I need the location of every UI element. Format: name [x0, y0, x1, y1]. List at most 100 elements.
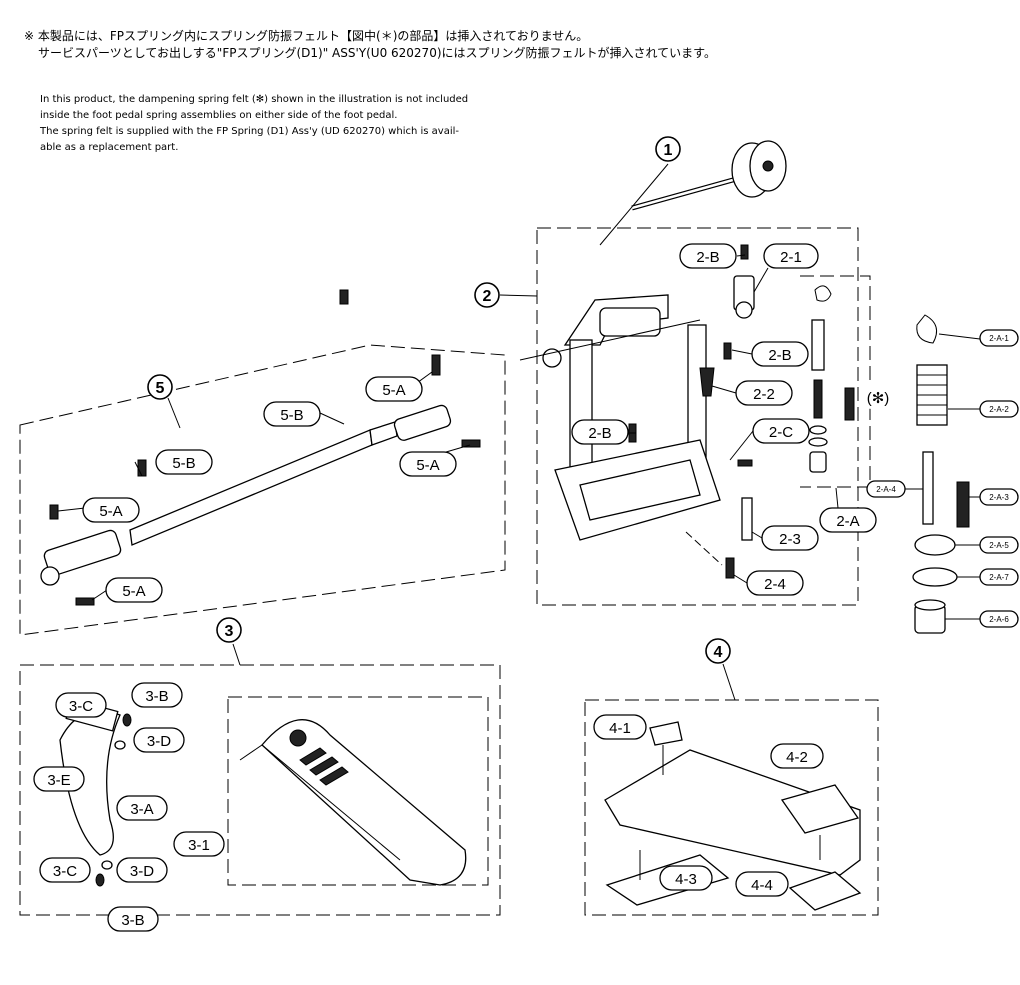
group-3-outline — [19, 664, 501, 916]
callout-4-3: 4-3 — [659, 865, 713, 891]
callout-3-A: 3-A — [116, 795, 168, 821]
note-jp-line-2: サービスパーツとしてお出しする"FPスプリング(D1)" ASS'Y(U0 62… — [38, 46, 716, 60]
svg-text:3-1: 3-1 — [188, 837, 210, 854]
svg-text:2-A-5: 2-A-5 — [989, 541, 1009, 550]
svg-text:2-B: 2-B — [696, 249, 719, 266]
callout-5-B-top: 5-B — [263, 401, 321, 427]
svg-text:4-1: 4-1 — [609, 720, 631, 737]
spring-assembly-drawing — [808, 285, 970, 634]
group-3-1-inset — [227, 696, 489, 886]
pedal-frame-drawing — [519, 244, 755, 579]
group-number-2: 2 — [474, 282, 500, 308]
callout-3-E: 3-E — [33, 766, 85, 792]
group-number-1: 1 — [655, 136, 681, 162]
callout-2-A-4: 2-A-4 — [866, 480, 906, 498]
svg-text:3-C: 3-C — [69, 698, 93, 715]
callout-2-A-6: 2-A-6 — [979, 610, 1019, 628]
svg-text:3: 3 — [225, 623, 234, 640]
callout-3-B-top: 3-B — [131, 682, 183, 708]
svg-text:2-3: 2-3 — [779, 531, 801, 548]
callout-2-C: 2-C — [752, 418, 810, 444]
svg-text:3-B: 3-B — [121, 912, 144, 929]
callout-2-A-1: 2-A-1 — [979, 329, 1019, 347]
callout-4-2: 4-2 — [770, 743, 824, 769]
callout-2-A-2: 2-A-2 — [979, 400, 1019, 418]
svg-text:2-A-1: 2-A-1 — [989, 334, 1009, 343]
svg-text:(✻): (✻) — [867, 390, 890, 407]
callout-5-A-right: 5-A — [399, 451, 457, 477]
callout-2-B-low: 2-B — [571, 419, 629, 445]
callout-5-B-left: 5-B — [155, 449, 213, 475]
svg-text:5-B: 5-B — [280, 407, 303, 424]
svg-text:2: 2 — [483, 288, 492, 305]
callout-3-C-top: 3-C — [55, 692, 107, 718]
callout-3-D-top: 3-D — [133, 727, 185, 753]
note-en-line-4: able as a replacement part. — [40, 142, 179, 153]
note-en-line-2: inside the foot pedal spring assemblies … — [40, 110, 398, 121]
note-en-line-1: In this product, the dampening spring fe… — [40, 94, 469, 105]
note-jp-line-1: ※ 本製品には、FPスプリング内にスプリング防振フェルト【図中(＊)の部品】は挿… — [24, 29, 589, 43]
callout-2-1: 2-1 — [763, 243, 819, 269]
callout-2-A-7: 2-A-7 — [979, 568, 1019, 586]
callout-2-2: 2-2 — [735, 380, 793, 406]
svg-text:5: 5 — [156, 380, 165, 397]
callout-felt-marker: (✻) — [860, 385, 896, 409]
svg-text:4-2: 4-2 — [786, 749, 808, 766]
callout-3-B-bottom: 3-B — [107, 906, 159, 932]
drive-shaft-drawing — [40, 289, 481, 606]
group-number-5: 5 — [147, 374, 173, 400]
callout-3-C-bottom: 3-C — [39, 857, 91, 883]
svg-text:2-A-2: 2-A-2 — [989, 405, 1009, 414]
group-number-3: 3 — [216, 617, 242, 643]
svg-text:4-4: 4-4 — [751, 877, 773, 894]
svg-text:2-1: 2-1 — [780, 249, 802, 266]
svg-text:3-E: 3-E — [47, 772, 70, 789]
svg-text:4-3: 4-3 — [675, 871, 697, 888]
svg-text:2-A-4: 2-A-4 — [876, 485, 896, 494]
notes-japanese: ※ 本製品には、FPスプリング内にスプリング防振フェルト【図中(＊)の部品】は挿… — [24, 28, 716, 62]
callout-2-A: 2-A — [819, 507, 877, 533]
svg-text:5-A: 5-A — [382, 382, 405, 399]
callout-2-3: 2-3 — [761, 525, 819, 551]
svg-text:2-2: 2-2 — [753, 386, 775, 403]
svg-text:2-B: 2-B — [588, 425, 611, 442]
svg-text:3-C: 3-C — [53, 863, 77, 880]
svg-text:5-A: 5-A — [99, 503, 122, 520]
svg-text:3-B: 3-B — [145, 688, 168, 705]
svg-text:2-C: 2-C — [769, 424, 793, 441]
svg-text:2-A-3: 2-A-3 — [989, 493, 1009, 502]
callout-2-4: 2-4 — [746, 570, 804, 596]
svg-text:2-A-6: 2-A-6 — [989, 615, 1009, 624]
svg-text:5-A: 5-A — [416, 457, 439, 474]
svg-text:2-A: 2-A — [836, 513, 859, 530]
callout-4-1: 4-1 — [593, 714, 647, 740]
callout-5-A-left: 5-A — [82, 497, 140, 523]
callout-4-4: 4-4 — [735, 871, 789, 897]
callout-5-A-bottom: 5-A — [105, 577, 163, 603]
svg-text:5-A: 5-A — [122, 583, 145, 600]
group-number-4: 4 — [705, 638, 731, 664]
svg-text:2-B: 2-B — [768, 347, 791, 364]
svg-text:3-D: 3-D — [147, 733, 171, 750]
svg-text:5-B: 5-B — [172, 455, 195, 472]
beater-drawing — [631, 140, 787, 211]
callout-2-A-5: 2-A-5 — [979, 536, 1019, 554]
svg-text:2-4: 2-4 — [764, 576, 786, 593]
footboard-drawing — [59, 698, 467, 887]
svg-text:2-A-7: 2-A-7 — [989, 573, 1009, 582]
svg-text:1: 1 — [664, 142, 673, 159]
note-en-line-3: The spring felt is supplied with the FP … — [40, 126, 459, 137]
group-2-outline — [536, 227, 859, 606]
callout-3-1: 3-1 — [173, 831, 225, 857]
leader-lines — [57, 163, 981, 701]
callout-2-B-top: 2-B — [679, 243, 737, 269]
svg-text:3-A: 3-A — [130, 801, 153, 818]
callout-3-D-bottom: 3-D — [116, 857, 168, 883]
callout-2-B-mid: 2-B — [751, 341, 809, 367]
notes-english: In this product, the dampening spring fe… — [40, 92, 560, 156]
callout-5-A-top: 5-A — [365, 376, 423, 402]
svg-text:3-D: 3-D — [130, 863, 154, 880]
svg-text:4: 4 — [714, 644, 723, 661]
callout-2-A-3: 2-A-3 — [979, 488, 1019, 506]
